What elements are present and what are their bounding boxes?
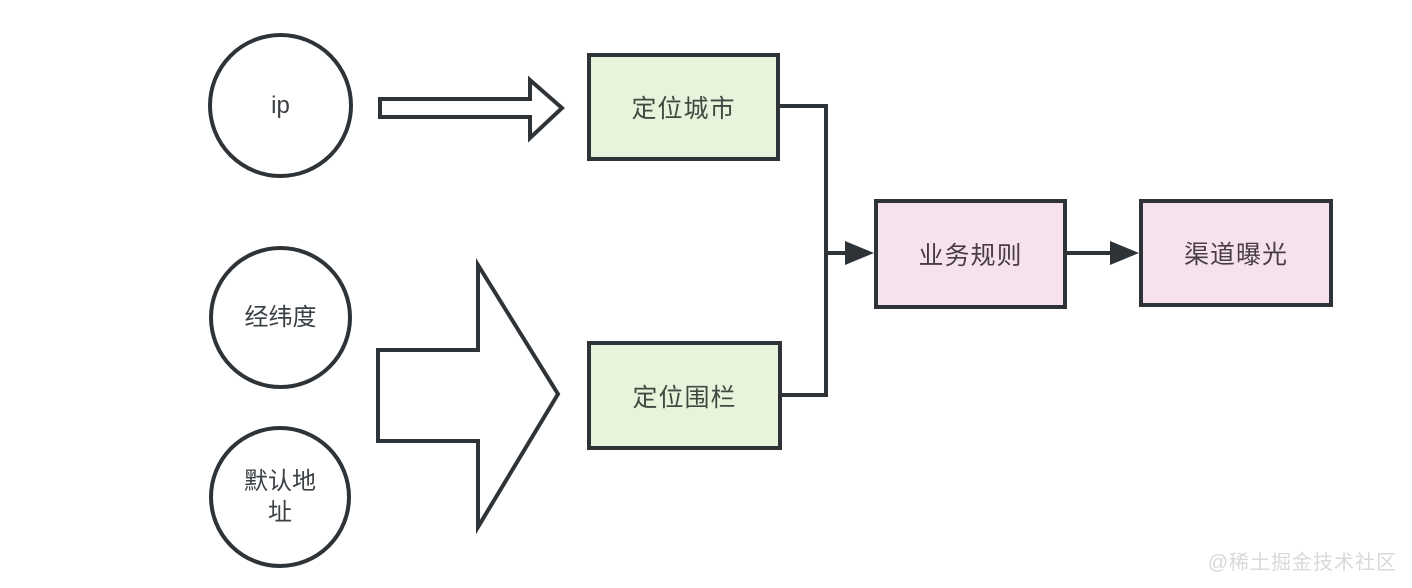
process-node-locate-fence-label: 定位围栏: [632, 383, 737, 412]
watermark-text: @稀土掘金技术社区: [1207, 552, 1397, 574]
input-node-default-address: 默认地址: [209, 426, 351, 568]
exposure-arrowhead-icon: [1110, 241, 1139, 265]
process-node-locate-city: 定位城市: [587, 53, 780, 161]
input-node-ip-label: ip: [271, 91, 290, 119]
result-node-channel-exposure: 渠道曝光: [1139, 199, 1333, 307]
result-node-business-rules: 业务规则: [874, 199, 1067, 309]
result-node-business-rules-label: 业务规则: [918, 242, 1023, 270]
block-arrow-ip-to-city: [378, 75, 565, 143]
input-node-default-address-label: 默认地址: [244, 467, 316, 526]
block-arrow-coords-to-fence: [376, 257, 561, 535]
input-node-latlng: 经纬度: [209, 246, 352, 389]
merge-bracket-line: [780, 104, 828, 397]
rules-arrowhead-icon: [845, 241, 874, 265]
process-node-locate-city-label: 定位城市: [631, 95, 736, 123]
input-node-ip: ip: [208, 33, 353, 178]
result-node-channel-exposure-label: 渠道曝光: [1183, 241, 1288, 269]
input-node-latlng-label: 经纬度: [244, 303, 317, 331]
process-node-locate-fence: 定位围栏: [587, 341, 782, 450]
